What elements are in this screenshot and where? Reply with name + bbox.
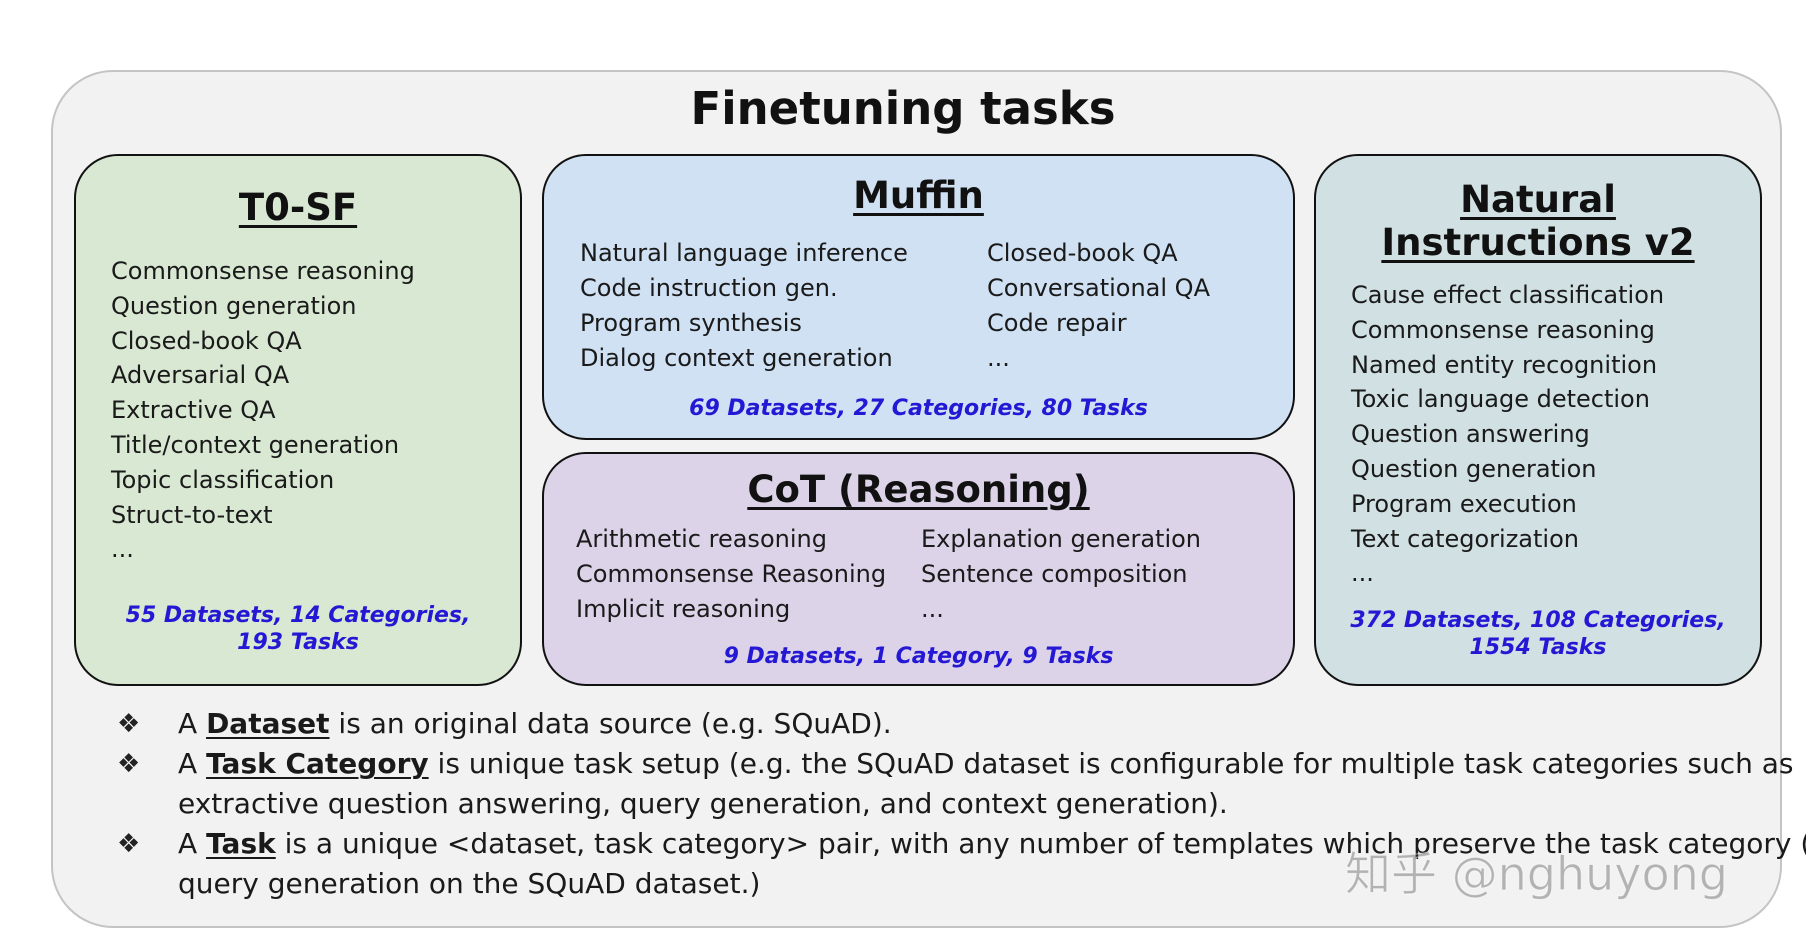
list-item: Conversational QA bbox=[987, 274, 1210, 302]
list-item: Natural language inference bbox=[580, 239, 908, 267]
list-item: Title/context generation bbox=[111, 431, 400, 459]
niv2-card: Natural Instructions v2 Cause effect cla… bbox=[1314, 154, 1762, 686]
list-item: Question generation bbox=[1351, 455, 1597, 483]
list-item: Struct-to-text bbox=[111, 500, 273, 529]
list-item: Commonsense Reasoning bbox=[576, 560, 887, 588]
list-item: Cause effect classification bbox=[1351, 281, 1665, 309]
list-item: Named entity recognition bbox=[1351, 350, 1658, 379]
definition-task-category: A Task Category is unique task setup (e.… bbox=[178, 744, 1794, 784]
list-item: Question answering bbox=[1351, 420, 1590, 449]
list-item: Text categorization bbox=[1351, 524, 1579, 553]
list-item: Extractive QA bbox=[111, 396, 276, 425]
list-item: Topic classification bbox=[111, 465, 335, 494]
t0sf-stats-line2: 193 Tasks bbox=[237, 630, 359, 655]
list-item: Commonsense reasoning bbox=[1351, 315, 1655, 344]
muffin-stats: 69 Datasets, 27 Categories, 80 Tasks bbox=[689, 396, 1148, 421]
cot-title: CoT (Reasoning) bbox=[747, 468, 1090, 511]
muffin-title: Muffin bbox=[853, 174, 984, 217]
niv2-stats-line1: 372 Datasets, 108 Categories, bbox=[1350, 608, 1726, 633]
definition-dataset: A Dataset is an original data source (e.… bbox=[178, 704, 892, 744]
bullet-icon: ❖ bbox=[117, 749, 141, 779]
list-item: ... bbox=[111, 535, 134, 564]
list-item: Closed-book QA bbox=[987, 239, 1178, 267]
list-item: Question generation bbox=[111, 291, 357, 320]
list-item: Adversarial QA bbox=[111, 361, 290, 390]
list-item: Code repair bbox=[987, 309, 1127, 337]
list-item: Sentence composition bbox=[921, 560, 1188, 588]
list-item: Toxic language detection bbox=[1351, 385, 1650, 414]
t0sf-stats: 55 Datasets, 14 Categories, 193 Tasks bbox=[76, 602, 520, 656]
definition-prefix: A bbox=[178, 747, 207, 780]
bullet-icon: ❖ bbox=[117, 829, 141, 859]
t0sf-stats-line1: 55 Datasets, 14 Categories, bbox=[125, 603, 471, 628]
definition-task-category-line2: extractive question answering, query gen… bbox=[178, 787, 1228, 820]
list-item: Explanation generation bbox=[921, 525, 1202, 553]
niv2-title-line1: Natural bbox=[1460, 178, 1616, 221]
niv2-stats: 372 Datasets, 108 Categories, 1554 Tasks bbox=[1316, 607, 1760, 661]
list-item: Implicit reasoning bbox=[576, 595, 791, 623]
page-title: Finetuning tasks bbox=[690, 82, 1116, 135]
cot-stats: 9 Datasets, 1 Category, 9 Tasks bbox=[723, 644, 1114, 669]
definition-text: is an original data source (e.g. SQuAD). bbox=[329, 707, 892, 740]
niv2-title-line2: Instructions v2 bbox=[1381, 221, 1695, 264]
definition-text: is a unique <dataset, task category> pai… bbox=[275, 827, 1806, 860]
list-item: Dialog context generation bbox=[580, 344, 893, 372]
term-dataset: Dataset bbox=[206, 707, 330, 740]
list-item: Program execution bbox=[1351, 489, 1577, 518]
list-item: Code instruction gen. bbox=[580, 274, 838, 302]
list-item: Arithmetic reasoning bbox=[576, 525, 827, 553]
niv2-title: Natural Instructions v2 bbox=[1316, 178, 1760, 264]
definition-text: is unique task setup (e.g. the SQuAD dat… bbox=[428, 747, 1794, 780]
list-item: ... bbox=[921, 595, 944, 623]
t0sf-title: T0-SF bbox=[238, 186, 358, 229]
definition-prefix: A bbox=[178, 707, 207, 740]
list-item: ... bbox=[1351, 559, 1374, 588]
definition-prefix: A bbox=[178, 827, 207, 860]
definition-task-line2: query generation on the SQuAD dataset.) bbox=[178, 867, 761, 900]
list-item: Closed-book QA bbox=[111, 326, 302, 355]
list-item: Commonsense reasoning bbox=[111, 257, 415, 285]
list-item: Program synthesis bbox=[580, 309, 802, 337]
list-item: ... bbox=[987, 344, 1010, 372]
niv2-stats-line2: 1554 Tasks bbox=[1469, 635, 1607, 660]
term-task-category: Task Category bbox=[206, 747, 429, 780]
definition-task: A Task is a unique <dataset, task catego… bbox=[178, 824, 1806, 864]
term-task: Task bbox=[206, 827, 276, 860]
watermark: 知乎 @nghuyong bbox=[1344, 847, 1729, 902]
bullet-icon: ❖ bbox=[117, 709, 141, 739]
